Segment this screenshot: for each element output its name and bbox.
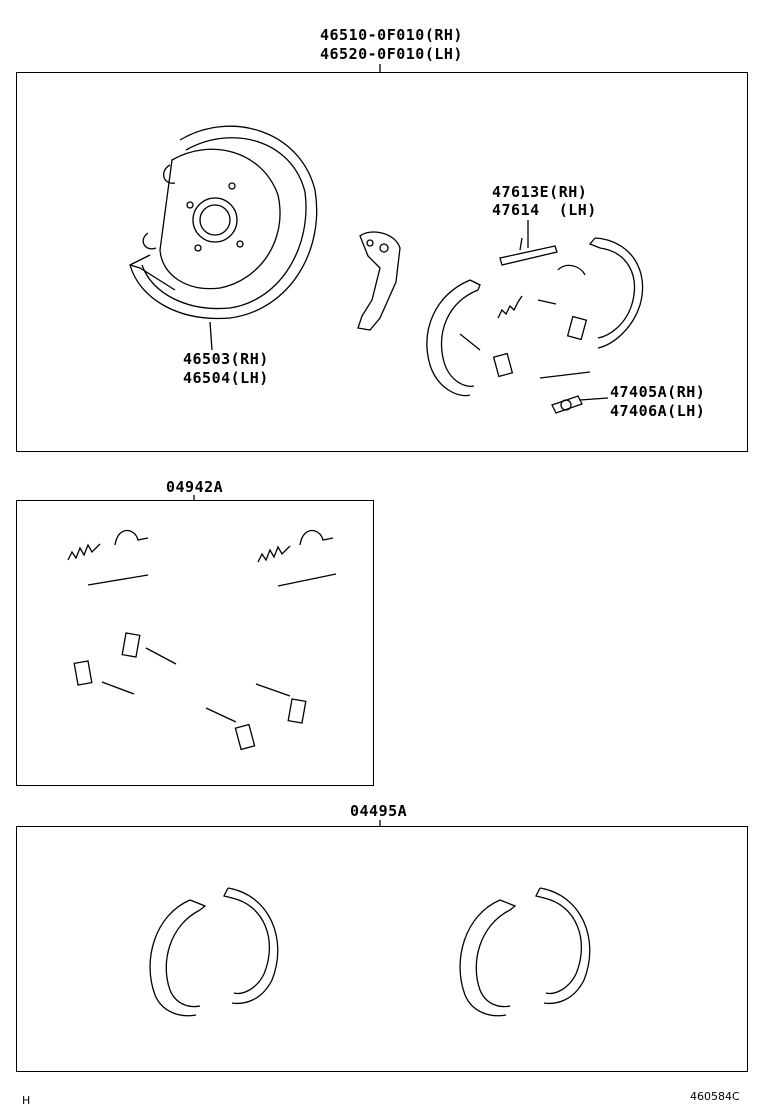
backing-plate-drawing <box>129 125 318 320</box>
assembly-part-lh[interactable]: 46520-0F010(LH) <box>320 45 463 63</box>
hold-down-pins-drawing <box>459 299 591 379</box>
adjuster-drawing <box>551 395 583 414</box>
shoe-kit-pair-left <box>149 887 279 1017</box>
spring-kit-frame <box>16 500 374 786</box>
spring-kit-part[interactable]: 04942A <box>166 478 224 496</box>
strut-part-rh[interactable]: 47613E(RH) <box>492 183 588 201</box>
shoe-kit-part[interactable]: 04495A <box>350 802 408 820</box>
backing-plate-part-lh[interactable]: 46504(LH) <box>183 369 269 387</box>
return-spring-drawing <box>497 264 586 319</box>
shoe-kit-pair-right <box>459 887 591 1017</box>
footer-left-mark: H <box>22 1094 31 1107</box>
parking-lever-drawing <box>357 231 401 331</box>
strut-part-lh[interactable]: 47614 (LH) <box>492 201 597 219</box>
adjuster-leader-line <box>579 397 609 401</box>
shoe-kit-frame <box>16 826 748 1072</box>
spring-kit-contents <box>67 529 337 751</box>
left-brake-shoe-drawing <box>426 279 481 397</box>
footer-figure-id: 460584C <box>690 1090 740 1103</box>
adjuster-part-lh[interactable]: 47406A(LH) <box>610 402 706 420</box>
assembly-part-rh[interactable]: 46510-0F010(RH) <box>320 26 463 44</box>
backing-plate-part-rh[interactable]: 46503(RH) <box>183 350 269 368</box>
adjuster-part-rh[interactable]: 47405A(RH) <box>610 383 706 401</box>
strut-drawing <box>499 237 558 266</box>
backing-plate-leader-line <box>209 321 213 351</box>
right-brake-shoe-drawing <box>588 237 644 349</box>
assembly-frame <box>16 72 748 452</box>
